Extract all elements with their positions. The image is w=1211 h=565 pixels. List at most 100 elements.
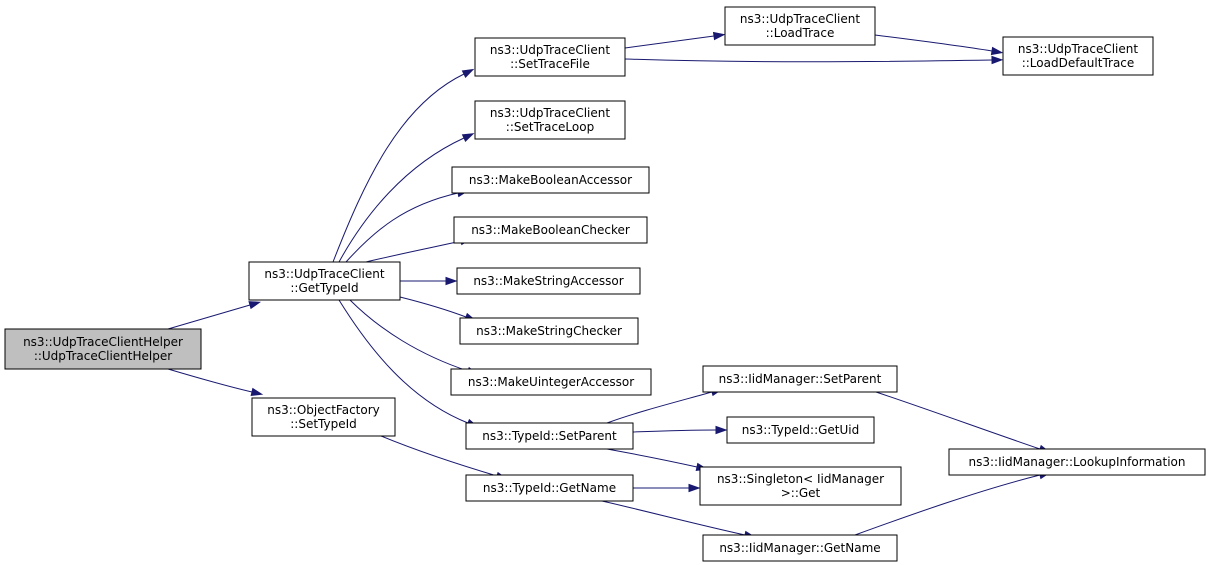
node-box — [474, 100, 626, 140]
edge-iidsetparent-to-lookup — [875, 391, 1051, 453]
node-loaddefault[interactable]: ns3::UdpTraceClient::LoadDefaultTrace — [1002, 36, 1154, 76]
node-label: ns3::TypeId::SetParent — [482, 429, 617, 443]
edge-line — [338, 299, 469, 424]
edge-gettypeid-to-mkstrchk — [399, 296, 477, 322]
node-mkboolacc[interactable]: ns3::MakeBooleanAccessor — [451, 166, 650, 194]
node-settracefile[interactable]: ns3::UdpTraceClient::SetTraceFile — [474, 37, 626, 77]
node-box — [465, 474, 634, 502]
node-settraceloop[interactable]: ns3::UdpTraceClient::SetTraceLoop — [474, 100, 626, 140]
node-label: ns3::ObjectFactory — [267, 403, 380, 417]
node-iidgetname[interactable]: ns3::IidManager::GetName — [702, 534, 898, 562]
node-label: ns3::UdpTraceClient — [740, 12, 860, 26]
node-iidsetparent[interactable]: ns3::IidManager::SetParent — [702, 365, 898, 393]
node-label: ns3::MakeStringAccessor — [473, 274, 623, 288]
node-label: ns3::MakeStringChecker — [476, 324, 622, 338]
node-label: ns3::UdpTraceClient — [1018, 42, 1138, 56]
edge-line — [399, 296, 467, 318]
node-box — [251, 397, 396, 437]
edge-line — [601, 500, 746, 536]
edge-line — [345, 192, 459, 263]
edge-arrowhead — [445, 276, 458, 286]
edge-arrowhead — [461, 68, 475, 78]
node-settypeid[interactable]: ns3::ObjectFactory::SetTypeId — [251, 397, 396, 437]
edge-gettypeid-to-mkstracc — [400, 276, 458, 286]
node-label: ns3::IidManager::SetParent — [719, 372, 882, 386]
edge-arrowhead — [990, 46, 1004, 56]
nodes-layer: ns3::UdpTraceClientHelper::UdpTraceClien… — [4, 6, 1206, 562]
node-box — [726, 416, 875, 444]
node-box — [474, 37, 626, 77]
node-box — [702, 365, 898, 393]
edge-line — [632, 429, 717, 433]
edge-line — [349, 299, 469, 372]
node-label: ns3::TypeId::GetName — [483, 481, 616, 495]
node-label: ns3::MakeBooleanChecker — [471, 223, 630, 237]
node-mkstrchk[interactable]: ns3::MakeStringChecker — [459, 317, 639, 345]
node-label: ns3::Singleton< IidManager — [717, 472, 884, 486]
node-lookup[interactable]: ns3::IidManager::LookupInformation — [948, 448, 1206, 476]
node-box — [702, 534, 898, 562]
edge-arrowhead — [715, 425, 728, 435]
edge-helper-to-gettypeid — [167, 301, 262, 330]
node-label: ns3::UdpTraceClient — [490, 106, 610, 120]
node-box — [459, 317, 639, 345]
edge-arrowhead — [991, 55, 1004, 65]
edge-arrowhead — [712, 31, 726, 41]
edge-line — [624, 58, 993, 63]
node-box — [465, 422, 634, 450]
node-getname[interactable]: ns3::TypeId::GetName — [465, 474, 634, 502]
edge-line — [338, 137, 465, 263]
node-label: >::Get — [781, 486, 821, 500]
edge-arrowhead — [250, 387, 264, 396]
node-box — [451, 166, 650, 194]
node-label: ns3::IidManager::GetName — [719, 541, 880, 555]
node-box — [699, 466, 902, 506]
node-box — [948, 448, 1206, 476]
node-box — [456, 267, 641, 295]
node-label: ns3::IidManager::LookupInformation — [969, 455, 1186, 469]
edges-layer — [167, 31, 1052, 539]
edge-line — [874, 34, 993, 52]
edge-arrowhead — [248, 301, 262, 310]
edge-getname-to-singleton — [633, 483, 701, 493]
edge-gettypeid-to-settracefile — [332, 68, 475, 263]
node-label: ns3::MakeBooleanAccessor — [469, 173, 632, 187]
edge-line — [167, 304, 251, 330]
node-label: ns3::TypeId::GetUid — [742, 423, 860, 437]
node-loadtrace[interactable]: ns3::UdpTraceClient::LoadTrace — [724, 6, 876, 46]
node-helper[interactable]: ns3::UdpTraceClientHelper::UdpTraceClien… — [4, 328, 202, 370]
node-label: ::SetTraceFile — [510, 57, 590, 71]
edge-line — [875, 391, 1041, 450]
edge-settracefile-to-loadtrace — [624, 31, 726, 49]
edge-setparent-to-getuid — [632, 425, 728, 435]
node-setparent[interactable]: ns3::TypeId::SetParent — [465, 422, 634, 450]
node-gettypeid[interactable]: ns3::UdpTraceClient::GetTypeId — [248, 261, 401, 301]
edge-line — [365, 240, 462, 263]
node-mkboolchk[interactable]: ns3::MakeBooleanChecker — [453, 216, 648, 244]
edge-line — [167, 368, 253, 393]
node-label: ::SetTypeId — [290, 417, 357, 431]
edge-helper-to-settypeid — [167, 368, 264, 396]
node-mkuintacc[interactable]: ns3::MakeUintegerAccessor — [450, 368, 652, 396]
node-label: ::LoadTrace — [766, 26, 835, 40]
edge-setparent-to-singleton — [606, 448, 709, 471]
node-label: ::LoadDefaultTrace — [1022, 56, 1135, 70]
node-box — [4, 328, 202, 370]
edge-settracefile-to-loaddefault — [624, 55, 1004, 65]
node-box — [724, 6, 876, 46]
node-label: ns3::UdpTraceClient — [264, 267, 384, 281]
edge-line — [380, 435, 498, 477]
node-mkstracc[interactable]: ns3::MakeStringAccessor — [456, 267, 641, 295]
edge-line — [854, 474, 1041, 536]
edge-line — [332, 73, 465, 263]
node-label: ns3::UdpTraceClientHelper — [23, 335, 183, 349]
edge-line — [606, 448, 698, 468]
edge-gettypeid-to-mkboolacc — [345, 189, 470, 263]
node-singleton[interactable]: ns3::Singleton< IidManager >::Get — [699, 466, 902, 506]
node-box — [453, 216, 648, 244]
node-getuid[interactable]: ns3::TypeId::GetUid — [726, 416, 875, 444]
node-label: ns3::MakeUintegerAccessor — [468, 375, 634, 389]
node-label: ns3::UdpTraceClient — [490, 43, 610, 57]
edge-line — [624, 35, 715, 49]
node-box — [1002, 36, 1154, 76]
